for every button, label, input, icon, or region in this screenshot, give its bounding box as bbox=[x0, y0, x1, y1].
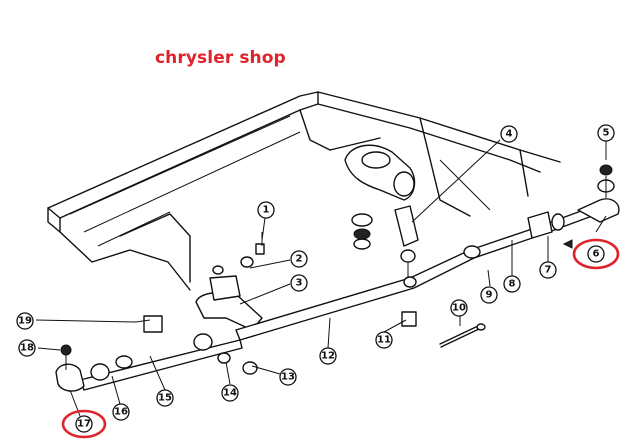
callout-8: 8 bbox=[503, 275, 521, 293]
callout-2-label: 2 bbox=[296, 254, 303, 265]
callout-4-label: 4 bbox=[506, 129, 513, 140]
callout-19: 19 bbox=[16, 312, 34, 330]
callout-19-label: 19 bbox=[18, 316, 32, 327]
callout-13: 13 bbox=[279, 368, 297, 386]
cotter-pin bbox=[439, 323, 486, 348]
idler-arm-assembly bbox=[344, 144, 491, 285]
callout-15-label: 15 bbox=[158, 393, 172, 404]
callout-16-label: 16 bbox=[114, 407, 128, 418]
callout-17: 17 bbox=[61, 409, 107, 439]
callout-8-label: 8 bbox=[509, 279, 516, 290]
callout-17-highlight bbox=[61, 409, 107, 439]
callout-14: 14 bbox=[221, 384, 239, 402]
callout-3-label: 3 bbox=[296, 278, 303, 289]
callout-3: 3 bbox=[290, 274, 308, 292]
callout-9-label: 9 bbox=[486, 290, 493, 301]
callout-12: 12 bbox=[319, 347, 337, 365]
callout-5-label: 5 bbox=[603, 128, 610, 139]
leader-lines bbox=[35, 139, 607, 417]
callout-16: 16 bbox=[112, 403, 130, 421]
right-tie-rod-end bbox=[562, 164, 620, 249]
callout-7-label: 7 bbox=[545, 265, 552, 276]
callout-9: 9 bbox=[480, 286, 498, 304]
watermark-text: chrysler shop bbox=[155, 48, 286, 68]
callouts: 1 2 3 4 5 6 7 8 bbox=[16, 124, 620, 439]
callout-15: 15 bbox=[156, 389, 174, 407]
callout-11: 11 bbox=[375, 331, 393, 349]
callout-13-label: 13 bbox=[281, 372, 295, 383]
callout-17-label: 17 bbox=[77, 419, 91, 430]
frame-crossmember bbox=[47, 91, 561, 291]
callout-12-label: 12 bbox=[321, 351, 335, 362]
callout-18-label: 18 bbox=[20, 343, 34, 354]
callout-2: 2 bbox=[290, 250, 308, 268]
callout-10-label: 10 bbox=[452, 303, 466, 314]
callout-5: 5 bbox=[597, 124, 615, 142]
callout-1: 1 bbox=[257, 201, 275, 219]
callout-6-label: 6 bbox=[593, 249, 600, 260]
left-tie-rod bbox=[55, 333, 258, 392]
pitman-arm-assembly bbox=[135, 232, 265, 333]
callout-14-label: 14 bbox=[223, 388, 237, 399]
callout-11-label: 11 bbox=[377, 335, 391, 346]
callout-6: 6 bbox=[572, 238, 620, 270]
callout-7: 7 bbox=[539, 261, 557, 279]
callout-10: 10 bbox=[450, 299, 468, 317]
callout-1-label: 1 bbox=[263, 205, 270, 216]
callout-4: 4 bbox=[500, 125, 518, 143]
callout-18: 18 bbox=[18, 339, 36, 357]
callout-6-highlight bbox=[572, 238, 620, 270]
